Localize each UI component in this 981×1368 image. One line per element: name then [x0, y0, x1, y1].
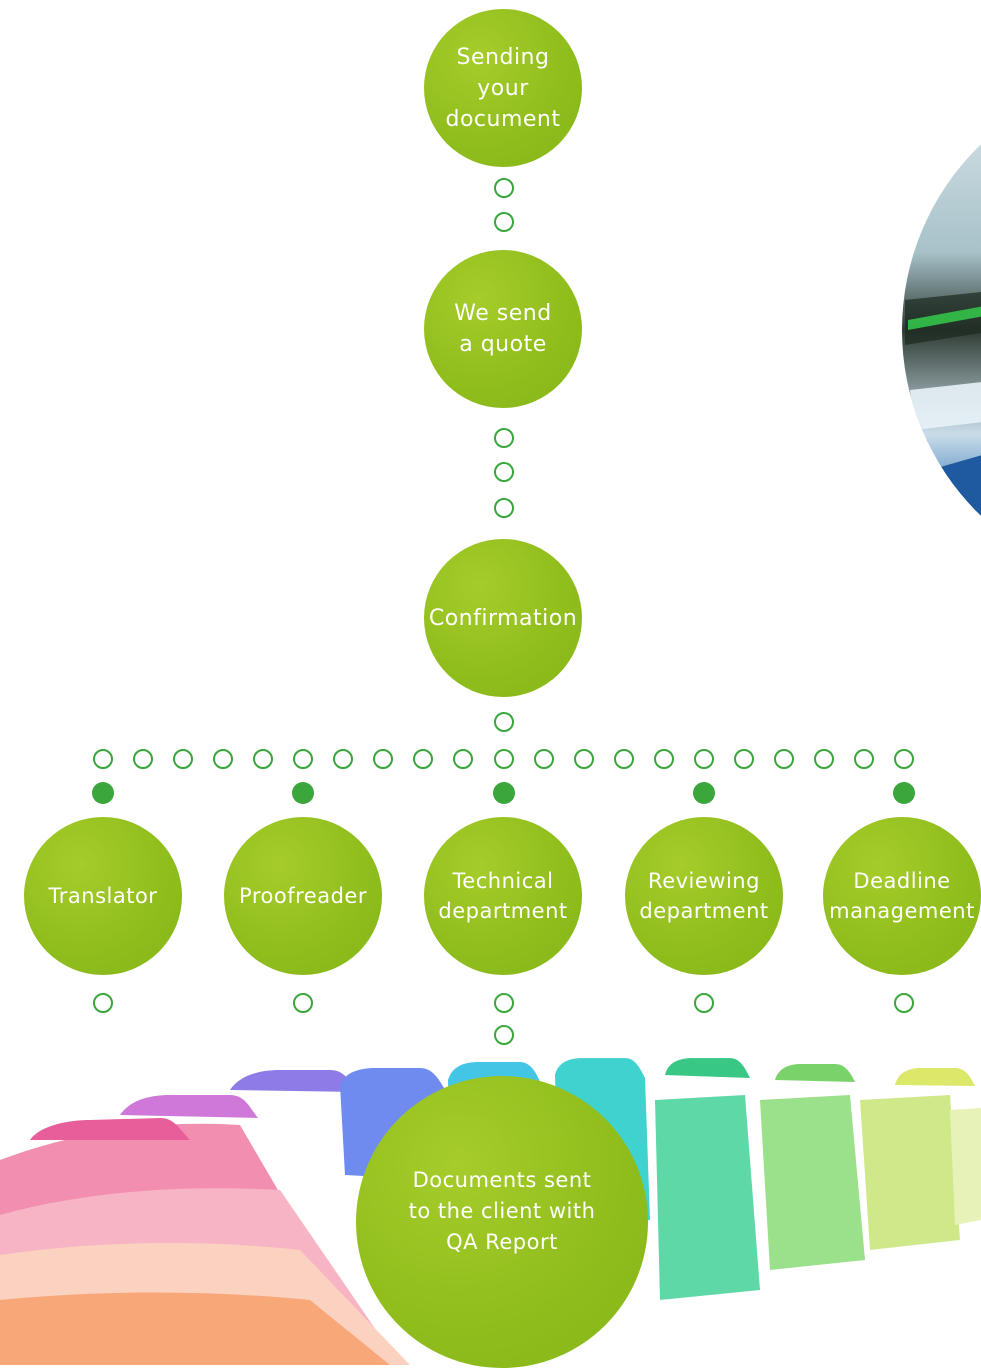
connector-ring	[93, 993, 113, 1013]
branch-dot	[693, 782, 715, 804]
branch-dot	[493, 782, 515, 804]
connector-ring	[173, 749, 193, 769]
branch-reviewing-department-label: Reviewing department	[639, 869, 769, 923]
connector-ring	[654, 749, 674, 769]
connector-ring	[614, 749, 634, 769]
connector-ring	[494, 498, 514, 518]
step-sending-document-label: Sending your document	[445, 44, 561, 132]
branch-proofreader: Proofreader	[224, 817, 382, 975]
step-send-quote-label: We send a quote	[454, 301, 552, 357]
step-sending-document: Sending your document	[424, 9, 582, 167]
branch-reviewing-department: Reviewing department	[625, 817, 783, 975]
step-documents-sent: Documents sent to the client with QA Rep…	[356, 1076, 648, 1368]
connector-ring	[494, 462, 514, 482]
branch-deadline-management-label: Deadline management	[829, 869, 975, 923]
connector-ring	[494, 1025, 514, 1045]
connector-ring	[333, 749, 353, 769]
branch-translator-label: Translator	[48, 884, 158, 908]
connector-ring	[494, 993, 514, 1013]
connector-ring	[453, 749, 473, 769]
step-send-quote: We send a quote	[424, 250, 582, 408]
connector-ring	[253, 749, 273, 769]
branch-translator: Translator	[24, 817, 182, 975]
branch-dot	[893, 782, 915, 804]
connector-ring	[534, 749, 554, 769]
connector-ring	[494, 212, 514, 232]
connector-ring	[373, 749, 393, 769]
connector-ring	[413, 749, 433, 769]
connector-ring	[894, 749, 914, 769]
branch-technical-department-label: Technical department	[438, 869, 568, 923]
step-documents-sent-label: Documents sent to the client with QA Rep…	[408, 1167, 596, 1254]
circular-photo	[902, 72, 981, 588]
step-confirmation: Confirmation	[424, 539, 582, 697]
connector-ring	[494, 712, 514, 732]
connector-ring	[494, 749, 514, 769]
step-confirmation-label: Confirmation	[428, 605, 578, 631]
connector-ring	[574, 749, 594, 769]
branch-dot	[292, 782, 314, 804]
connector-ring	[494, 428, 514, 448]
branch-technical-department: Technical department	[424, 817, 582, 975]
connector-ring	[694, 993, 714, 1013]
connector-ring	[133, 749, 153, 769]
connector-ring	[774, 749, 794, 769]
connector-ring	[814, 749, 834, 769]
branch-deadline-management: Deadline management	[823, 817, 981, 975]
branch-dot	[92, 782, 114, 804]
connector-ring	[894, 993, 914, 1013]
connector-ring	[213, 749, 233, 769]
connector-ring	[694, 749, 714, 769]
connector-ring	[494, 178, 514, 198]
connector-ring	[293, 993, 313, 1013]
connector-ring	[734, 749, 754, 769]
connector-ring	[854, 749, 874, 769]
connector-ring	[293, 749, 313, 769]
connector-ring	[93, 749, 113, 769]
branch-proofreader-label: Proofreader	[239, 884, 367, 908]
